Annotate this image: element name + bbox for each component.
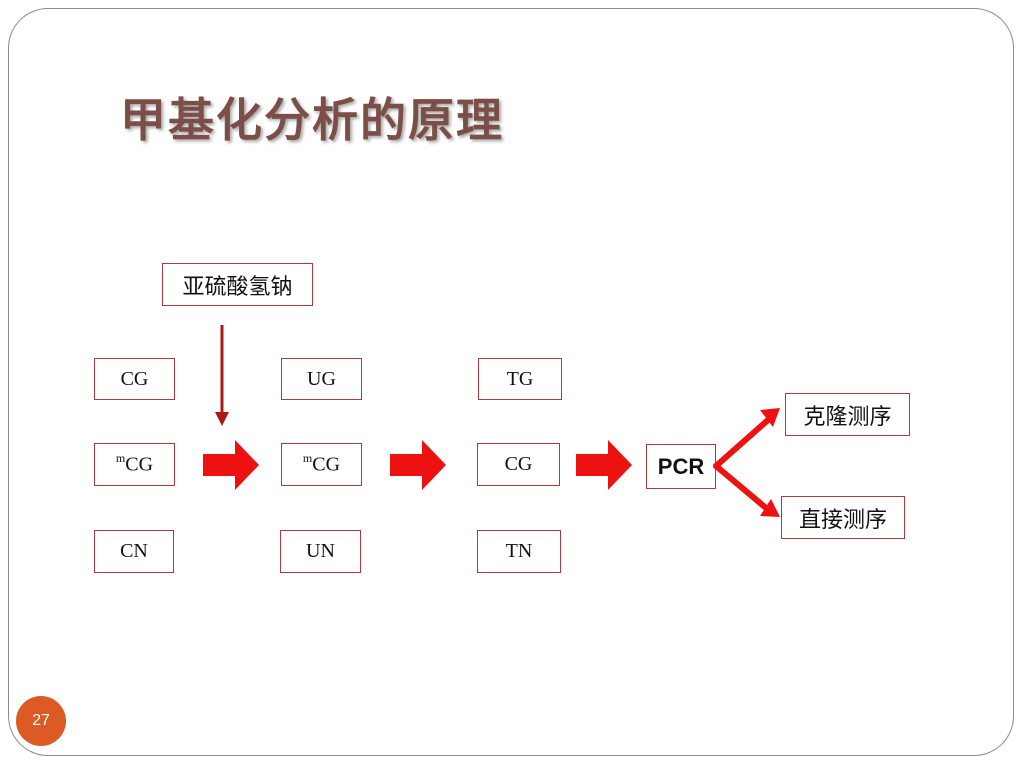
col3-middle-label: CG [504, 453, 533, 475]
slide-title: 甲基化分析的原理 [120, 93, 504, 147]
col3-bottom-label: TN [505, 540, 533, 562]
pcr-label: PCR [657, 453, 705, 479]
col3-top-label: TG [506, 367, 534, 390]
col1-methyl-superscript: m [115, 451, 126, 466]
col3-middle-box: CG [477, 443, 560, 486]
reagent-label: 亚硫酸氢钠 [182, 274, 293, 300]
direct-sequencing-label: 直接测序 [798, 507, 887, 533]
col3-bottom-box: TN [477, 530, 561, 573]
arrow-right-icon [576, 440, 632, 490]
col2-bottom-box: UN [280, 530, 361, 573]
branch-up-arrow [713, 408, 780, 469]
arrow-right-icon [203, 440, 259, 490]
reagent-box: 亚硫酸氢钠 [162, 263, 313, 306]
col1-top-box: CG [94, 358, 175, 400]
col1-top-label: CG [120, 367, 149, 390]
col2-top-label: UG [307, 367, 336, 390]
clone-sequencing-label: 克隆测序 [803, 404, 892, 430]
col1-middle-label: mCG [115, 451, 154, 477]
col1-bottom-box: CN [94, 530, 174, 573]
arrow-right-icon [390, 440, 446, 490]
reagent-down-arrow [215, 325, 229, 426]
col2-middle-box: mCG [281, 443, 362, 486]
page-number: 27 [32, 712, 50, 729]
col2-bottom-label: UN [306, 540, 335, 562]
direct-sequencing-box: 直接测序 [781, 496, 905, 539]
col3-top-box: TG [478, 358, 562, 400]
col2-top-box: UG [281, 358, 362, 400]
col2-methyl-superscript: m [302, 451, 313, 466]
page-number-badge: 27 [16, 696, 66, 746]
pcr-box: PCR [646, 444, 716, 489]
col1-middle-text: CG [125, 453, 154, 476]
col1-bottom-label: CN [120, 540, 148, 562]
clone-sequencing-box: 克隆测序 [785, 393, 910, 436]
col1-middle-box: mCG [94, 443, 175, 486]
col2-middle-label: mCG [302, 451, 341, 477]
col2-middle-text: CG [312, 453, 341, 476]
branch-down-arrow [713, 463, 780, 517]
